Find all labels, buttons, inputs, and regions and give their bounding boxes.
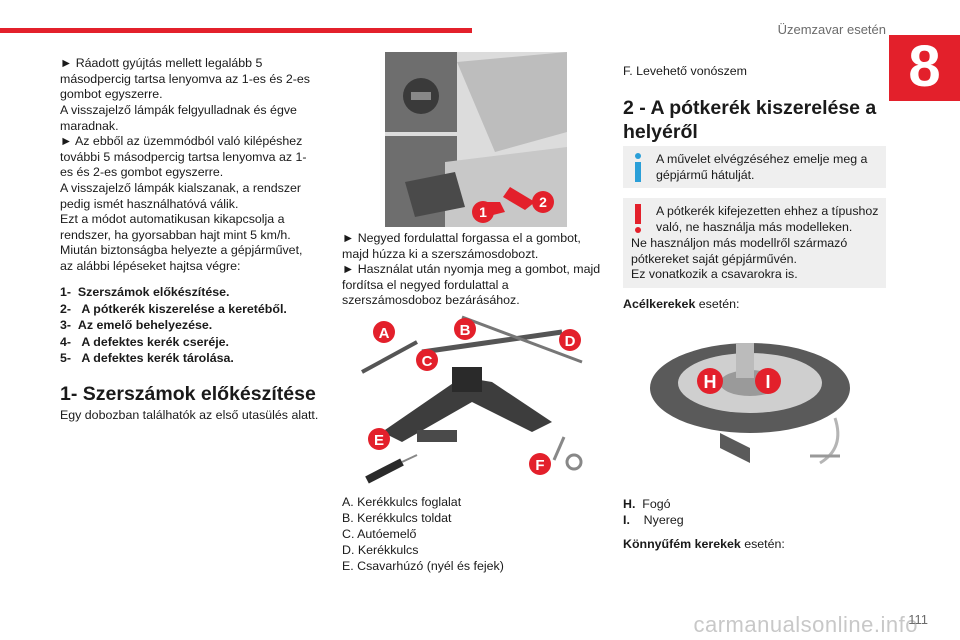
- paragraph: Könnyűfém kerekek esetén:: [623, 537, 785, 551]
- paragraph: A visszajelző lámpák kialszanak, a rends…: [60, 181, 302, 211]
- list-item: I. Nyereg: [623, 513, 684, 527]
- list-item: A. Kerékkulcs foglalat: [342, 495, 462, 509]
- tools-legend: A. Kerékkulcs foglalat B. Kerékkulcs tol…: [342, 494, 607, 574]
- running-title: Üzemzavar esetén: [777, 22, 886, 37]
- callout-2: 2: [539, 194, 547, 210]
- section-heading: 1- Szerszámok előkészítése: [60, 383, 316, 405]
- info-text: A művelet elvégzéséhez emelje meg a gépj…: [656, 152, 868, 182]
- list-item: H. Fogó: [623, 497, 671, 511]
- callout-c: C: [422, 353, 433, 370]
- warning-icon: [632, 204, 644, 234]
- info-icon: [632, 152, 644, 182]
- callout-1: 1: [479, 204, 487, 220]
- paragraph: ► Az ebből az üzemmódból való kilépéshez…: [60, 134, 307, 179]
- list-item: 1- Szerszámok előkészítése.: [60, 285, 230, 299]
- warning-text: A pótkerék kifejezetten ehhez a típushoz…: [656, 204, 879, 234]
- wheel-legend: H. Fogó I. Nyereg: [623, 496, 888, 528]
- callout-a: A: [379, 325, 390, 342]
- warning-box: A pótkerék kifejezetten ehhez a típushoz…: [623, 198, 886, 288]
- steps-list: 1- Szerszámok előkészítése. 2- A pótkeré…: [60, 284, 315, 367]
- callout-h: H: [704, 372, 717, 392]
- header-accent-bar: [0, 28, 472, 33]
- list-item: C. Autóemelő: [342, 527, 417, 541]
- watermark: carmanualsonline.info: [693, 612, 918, 637]
- callout-e: E: [374, 432, 384, 449]
- paragraph: ► Negyed fordulattal forgassa el a gombo…: [342, 231, 581, 261]
- paragraph: Egy dobozban találhatók az első utasülés…: [60, 408, 319, 422]
- chapter-number: 8: [889, 35, 960, 101]
- section-heading: 2 - A pótkerék kiszerelése a helyéről: [623, 97, 877, 143]
- callout-b: B: [460, 322, 471, 339]
- list-item: E. Csavarhúzó (nyél és fejek): [342, 559, 504, 573]
- list-item: D. Kerékkulcs: [342, 543, 419, 557]
- paragraph: Ezt a módot automatikusan kikapcsolja a …: [60, 212, 291, 242]
- list-item: 2- A pótkerék kiszerelése a keretéből.: [60, 301, 287, 316]
- paragraph: ► Használat után nyomja meg a gombot, ma…: [342, 262, 601, 307]
- paragraph: ► Ráadott gyújtás mellett legalább 5 más…: [60, 56, 310, 101]
- paragraph: Acélkerekek esetén:: [623, 297, 740, 311]
- info-box: A művelet elvégzéséhez emelje meg a gépj…: [623, 146, 886, 188]
- tools-figure: A B C D E F: [342, 312, 602, 487]
- list-item: B. Kerékkulcs toldat: [342, 511, 452, 525]
- list-item: 4- A defektes kerék cseréje.: [60, 334, 230, 349]
- list-item: 5- A defektes kerék tárolása.: [60, 351, 234, 366]
- list-item: 3- Az emelő behelyezése.: [60, 318, 213, 333]
- callout-i: I: [765, 372, 770, 392]
- warning-text: Ne használjon más modellről származó pót…: [631, 236, 848, 266]
- callout-d: D: [565, 333, 576, 350]
- spare-wheel-figure: H I: [640, 328, 865, 488]
- page-number: 111: [908, 612, 928, 627]
- paragraph: Miután biztonságba helyezte a gépjárműve…: [60, 243, 303, 273]
- callout-f: F: [535, 457, 544, 474]
- paragraph: A visszajelző lámpák felgyulladnak és ég…: [60, 103, 297, 133]
- warning-text: Ez vonatkozik a csavarokra is.: [631, 267, 798, 281]
- legend-f: F. Levehető vonószem: [623, 64, 747, 78]
- toolbox-figure: 1 2: [385, 52, 567, 227]
